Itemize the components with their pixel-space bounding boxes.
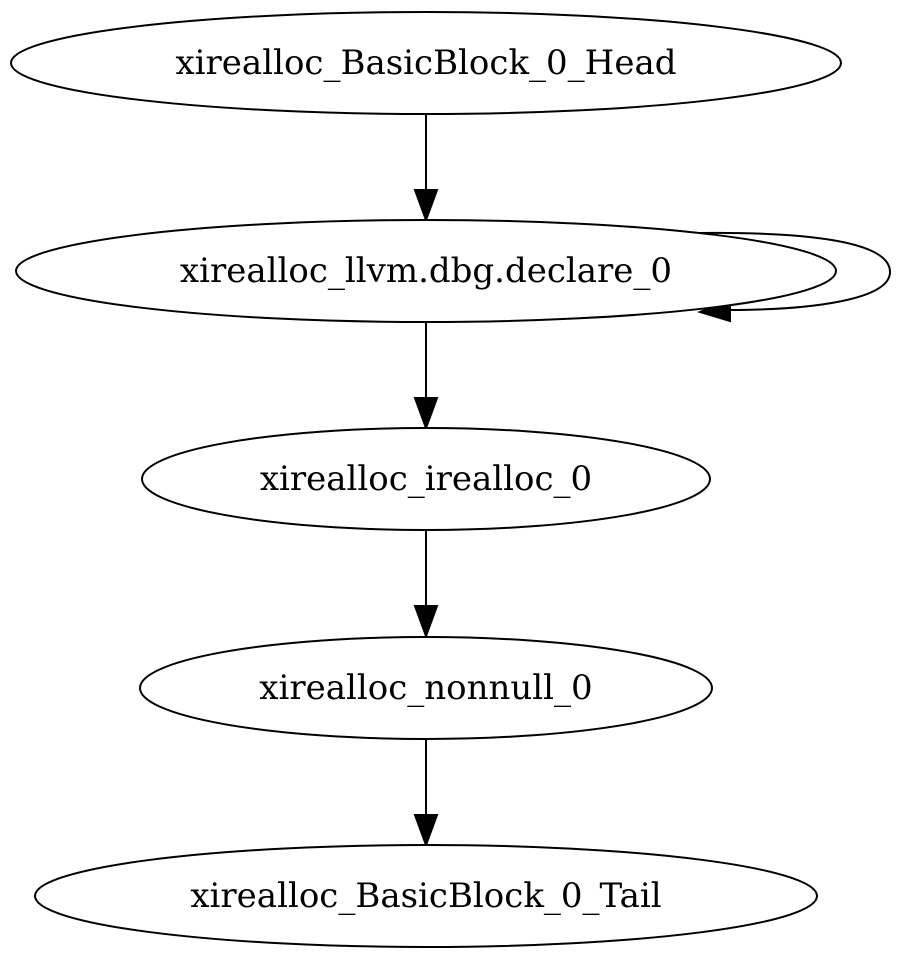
node-irealloc: xirealloc_irealloc_0 <box>141 427 711 531</box>
node-label-irealloc: xirealloc_irealloc_0 <box>260 459 592 499</box>
node-nonnull: xirealloc_nonnull_0 <box>139 636 713 740</box>
node-label-declare: xirealloc_llvm.dbg.declare_0 <box>180 251 672 291</box>
edge-irealloc-to-nonnull <box>413 531 439 639</box>
node-basicblock-tail: xirealloc_BasicBlock_0_Tail <box>34 844 818 948</box>
node-label-head: xirealloc_BasicBlock_0_Head <box>176 43 677 83</box>
edge-declare-to-irealloc <box>413 323 439 431</box>
node-llvm-dbg-declare: xirealloc_llvm.dbg.declare_0 <box>15 219 837 323</box>
edge-nonnull-to-tail <box>413 740 439 848</box>
node-basicblock-head: xirealloc_BasicBlock_0_Head <box>10 11 842 115</box>
node-label-nonnull: xirealloc_nonnull_0 <box>259 668 592 708</box>
edge-head-to-declare <box>413 115 439 223</box>
node-label-tail: xirealloc_BasicBlock_0_Tail <box>190 876 661 916</box>
